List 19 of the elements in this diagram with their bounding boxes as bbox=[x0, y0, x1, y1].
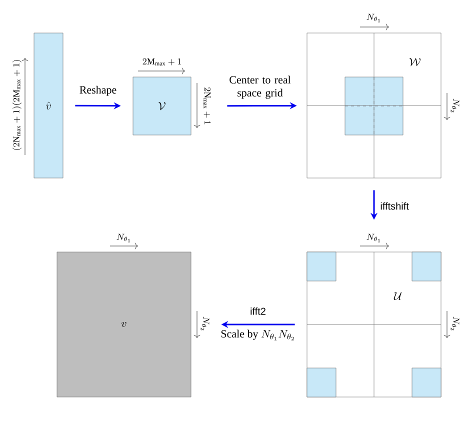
edge-label: ifftshift bbox=[380, 202, 409, 210]
matrix-symbol: $\mathcal{W}$ bbox=[410, 58, 420, 66]
edge-label: ifft2 bbox=[250, 307, 266, 315]
dimension-label: $N_{\theta_1}$ bbox=[116, 234, 130, 242]
dimension-label: $N_{\theta_2}$ bbox=[450, 98, 460, 112]
dimension-label: $N_{\theta_1}$ bbox=[366, 234, 380, 242]
matrix-symbol: $\mathcal{U}$ bbox=[394, 292, 402, 300]
dimension-label: $N_{\theta_2}$ bbox=[450, 316, 460, 330]
edge-label: Center to real space grid bbox=[230, 76, 291, 99]
matrix-box: $\mathcal{V}$ bbox=[132, 76, 192, 136]
dimension-label: $(2\mathrm{N}_{\max}+1)(2\mathrm{M}_{\max}+1)$ bbox=[12, 60, 22, 150]
matrix-box: $v$ bbox=[56, 252, 192, 398]
matrix-box: $\hat{v}$ bbox=[34, 32, 64, 178]
dimension-label: $2\mathrm{N}_{\max}+1$ bbox=[204, 88, 211, 124]
edge-label: Reshape bbox=[80, 86, 116, 96]
dimension-label: $2\mathrm{M}_{\max}+1$ bbox=[142, 58, 181, 66]
dimension-label: $N_{\theta_2}$ bbox=[200, 316, 210, 330]
dimension-label: $N_{\theta_1}$ bbox=[366, 14, 380, 22]
edge-note: $\text{Scale by }N_{\theta_1}N_{\theta_2}$ bbox=[221, 330, 294, 340]
